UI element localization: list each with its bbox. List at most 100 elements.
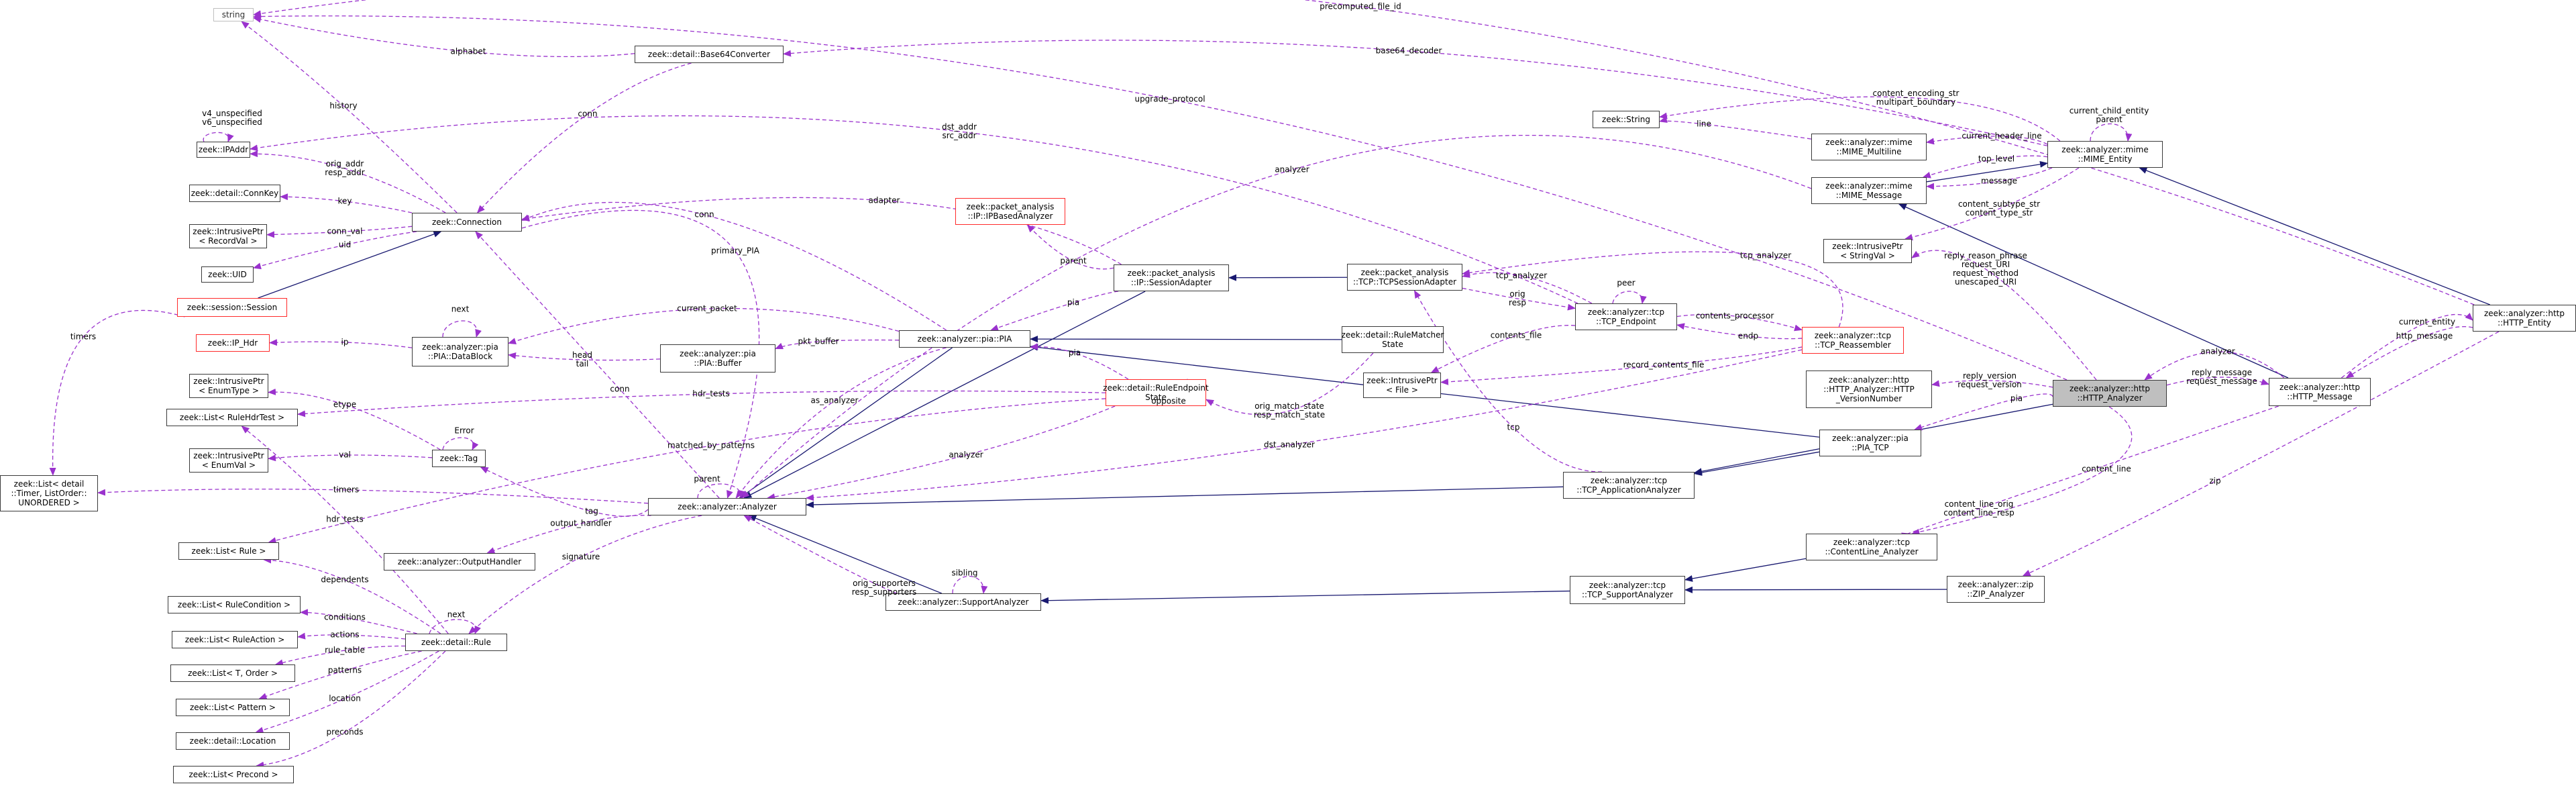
usage-edge-rule-to-list-precond bbox=[256, 650, 446, 769]
node-list-timer[interactable]: zeek::List< detail::Timer, ListOrder::UN… bbox=[0, 475, 98, 511]
inheritance-edge-mime-message-to-mime-entity bbox=[1926, 160, 2048, 183]
node-list-rule[interactable]: zeek::List< Rule > bbox=[178, 542, 279, 560]
node-rule[interactable]: zeek::detail::Rule bbox=[405, 634, 507, 651]
node-zeek-string[interactable]: zeek::String bbox=[1593, 111, 1660, 128]
usage-edge-http-analyzer-to-intrusive-stringval bbox=[1911, 250, 2097, 381]
node-session[interactable]: zeek::session::Session bbox=[177, 298, 287, 317]
node-tcp-supportanalyzer[interactable]: zeek::analyzer::tcp::TCP_SupportAnalyzer bbox=[1570, 576, 1685, 604]
node-label-line: zeek::List< Pattern > bbox=[190, 703, 276, 712]
edge-label: line bbox=[1697, 119, 1711, 129]
usage-edge-ruleendpoint-to-list-rulehdrtest bbox=[297, 390, 1106, 417]
usage-edge-connection-to-connkey bbox=[280, 193, 413, 213]
usage-edge-mime-entity-to-zeek-string bbox=[1659, 96, 2061, 142]
node-uid[interactable]: zeek::UID bbox=[201, 266, 254, 283]
usage-edge-analyzer-to-analyzer bbox=[697, 483, 746, 499]
node-list-rulehdrtest[interactable]: zeek::List< RuleHdrTest > bbox=[166, 409, 298, 426]
node-connkey[interactable]: zeek::detail::ConnKey bbox=[189, 185, 280, 202]
node-list-ruleaction[interactable]: zeek::List< RuleAction > bbox=[172, 631, 298, 648]
node-label-line: zeek::String bbox=[1602, 115, 1650, 124]
usage-edge-http-entity-to-string bbox=[253, 0, 2475, 305]
usage-edge-mime-entity-to-mime-multiline bbox=[1926, 136, 2048, 145]
edge-label: preconds bbox=[326, 727, 364, 737]
edge-label: patterns bbox=[327, 665, 362, 675]
node-datablock[interactable]: zeek::analyzer::pia::PIA::DataBlock bbox=[412, 337, 508, 366]
node-tcp-appanalyzer[interactable]: zeek::analyzer::tcp::TCP_ApplicationAnal… bbox=[1563, 472, 1695, 499]
node-label-line: zeek::Connection bbox=[432, 217, 502, 227]
node-supportanalyzer[interactable]: zeek::analyzer::SupportAnalyzer bbox=[885, 593, 1041, 611]
usage-edge-ipaddr-to-ipaddr bbox=[203, 132, 234, 142]
node-zip-analyzer[interactable]: zeek::analyzer::zip::ZIP_Analyzer bbox=[1947, 576, 2045, 603]
usage-edge-analyzer-to-outputhandler bbox=[486, 515, 651, 554]
node-ipaddr[interactable]: zeek::IPAddr bbox=[197, 142, 250, 158]
node-intrusive-enumtype[interactable]: zeek::IntrusivePtr< EnumType > bbox=[189, 374, 268, 398]
node-tag[interactable]: zeek::Tag bbox=[432, 450, 486, 467]
node-list-pattern[interactable]: zeek::List< Pattern > bbox=[176, 699, 290, 716]
edge-label: history bbox=[329, 101, 358, 111]
node-pia-tcp[interactable]: zeek::analyzer::pia::PIA_TCP bbox=[1819, 430, 1921, 456]
node-connection[interactable]: zeek::Connection bbox=[412, 213, 522, 232]
node-mime-entity[interactable]: zeek::analyzer::mime::MIME_Entity bbox=[2047, 141, 2163, 168]
node-outputhandler[interactable]: zeek::analyzer::OutputHandler bbox=[384, 553, 535, 571]
node-label-line: ::HTTP_Analyzer::HTTP bbox=[1823, 385, 1915, 394]
node-intrusive-file[interactable]: zeek::IntrusivePtr< File > bbox=[1363, 373, 1441, 398]
node-analyzer[interactable]: zeek::analyzer::Analyzer bbox=[648, 498, 806, 515]
inheritance-edge-http-message-to-mime-message bbox=[1898, 203, 2289, 379]
usage-edge-tcp-reassembler-to-intrusive-file bbox=[1440, 346, 1803, 385]
node-intrusive-stringval[interactable]: zeek::IntrusivePtr< StringVal > bbox=[1823, 239, 1912, 263]
edge-label: head tail bbox=[572, 350, 592, 368]
node-list-precond[interactable]: zeek::List< Precond > bbox=[173, 766, 294, 783]
edge-label: analyzer bbox=[2200, 346, 2235, 356]
edge-label: conn bbox=[578, 109, 598, 119]
edge-label: content_line bbox=[2082, 464, 2131, 474]
edge-label: location bbox=[329, 693, 361, 703]
edge-label: tcp_analyzer bbox=[1495, 270, 1548, 281]
node-label-line: zeek::List< RuleHdrTest > bbox=[179, 413, 285, 422]
usage-edge-mime-entity-to-mime-message bbox=[1922, 155, 2048, 179]
node-list-t-order[interactable]: zeek::List< T, Order > bbox=[170, 664, 295, 682]
node-location[interactable]: zeek::detail::Location bbox=[176, 732, 290, 750]
node-http-entity[interactable]: zeek::analyzer::http::HTTP_Entity bbox=[2473, 305, 2576, 332]
node-tcp-endpoint[interactable]: zeek::analyzer::tcp::TCP_Endpoint bbox=[1575, 303, 1677, 330]
usage-edge-http-entity-to-zip-analyzer bbox=[2022, 331, 2500, 577]
node-sessionadapter[interactable]: zeek::packet_analysis::IP::SessionAdapte… bbox=[1114, 264, 1229, 291]
node-list-rulecondition[interactable]: zeek::List< RuleCondition > bbox=[168, 596, 301, 613]
node-mime-multiline[interactable]: zeek::analyzer::mime::MIME_Multiline bbox=[1811, 134, 1927, 160]
node-label-line: ::ContentLine_Analyzer bbox=[1825, 547, 1919, 556]
usage-edge-rule-to-rule bbox=[429, 619, 481, 634]
edge-label: current_packet bbox=[677, 303, 737, 313]
usage-edge-base64-to-string bbox=[253, 16, 635, 58]
edge-label: orig_addr resp_addr bbox=[325, 159, 365, 177]
node-piabuffer[interactable]: zeek::analyzer::pia::PIA::Buffer bbox=[660, 344, 775, 373]
node-contentline[interactable]: zeek::analyzer::tcp::ContentLine_Analyze… bbox=[1806, 534, 1937, 560]
node-base64[interactable]: zeek::detail::Base64Converter bbox=[635, 46, 784, 63]
usage-edge-analyzer-to-tag bbox=[480, 466, 649, 517]
node-http-message[interactable]: zeek::analyzer::http::HTTP_Message bbox=[2269, 378, 2371, 406]
node-label-line: < EnumVal > bbox=[201, 460, 256, 470]
node-tcp-reassembler[interactable]: zeek::analyzer::tcp::TCP_Reassembler bbox=[1802, 327, 1904, 354]
node-intrusive-recordval[interactable]: zeek::IntrusivePtr< RecordVal > bbox=[189, 224, 267, 248]
edge-label: etype bbox=[333, 399, 357, 409]
node-mime-message[interactable]: zeek::analyzer::mime::MIME_Message bbox=[1811, 177, 1927, 204]
node-label-line: ::TCP_ApplicationAnalyzer bbox=[1576, 485, 1681, 495]
edge-label: tcp bbox=[1507, 422, 1520, 432]
edge-label: as_analyzer bbox=[810, 395, 859, 405]
node-label-line: zeek::List< T, Order > bbox=[188, 669, 278, 678]
node-label-line: zeek::IntrusivePtr bbox=[193, 451, 264, 460]
node-http-versionnumber[interactable]: zeek::analyzer::http::HTTP_Analyzer::HTT… bbox=[1806, 371, 1932, 408]
node-string[interactable]: string bbox=[213, 8, 254, 21]
node-intrusive-enumval[interactable]: zeek::IntrusivePtr< EnumVal > bbox=[189, 448, 268, 473]
node-pia[interactable]: zeek::analyzer::pia::PIA bbox=[899, 330, 1030, 348]
node-label-line: zeek::detail::ConnKey bbox=[191, 189, 279, 198]
node-ip-hdr[interactable]: zeek::IP_Hdr bbox=[196, 334, 270, 352]
node-label-line: ::PIA::DataBlock bbox=[427, 352, 493, 361]
node-ipbased[interactable]: zeek::packet_analysis::IP::IPBasedAnalyz… bbox=[955, 198, 1065, 225]
node-label-line: string bbox=[221, 10, 246, 19]
node-tcpsessionadapter[interactable]: zeek::packet_analysis::TCP::TCPSessionAd… bbox=[1347, 264, 1462, 291]
usage-edge-datablock-to-datablock bbox=[442, 320, 482, 338]
edge-label: conn bbox=[610, 384, 630, 394]
node-label-line: ::TCP::TCPSessionAdapter bbox=[1352, 277, 1457, 287]
edge-label: peer bbox=[1617, 278, 1635, 288]
usage-edge-http-analyzer-to-http-versionnumber bbox=[1931, 380, 2053, 388]
